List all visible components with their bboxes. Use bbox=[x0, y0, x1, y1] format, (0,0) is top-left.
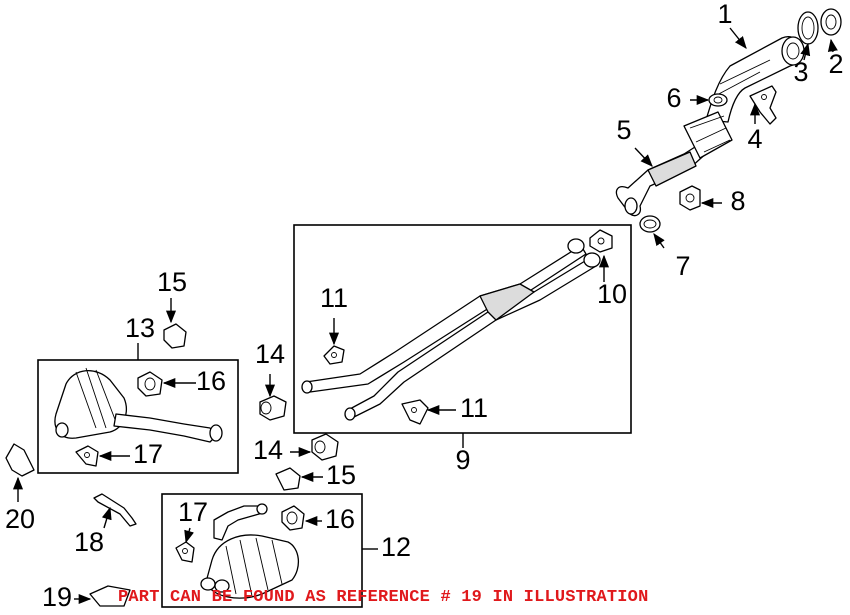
part-4-bracket[interactable] bbox=[749, 85, 777, 125]
callout-5: 5 bbox=[616, 115, 631, 145]
callout-11-lower: 11 bbox=[460, 393, 488, 423]
callout-17-lower: 17 bbox=[178, 497, 208, 527]
part-18-hanger-rod[interactable] bbox=[93, 493, 137, 527]
part-16-hanger-upper[interactable] bbox=[137, 371, 163, 397]
callout-labels: 1 2 3 4 5 6 7 8 9 10 11 11 12 13 14 14 1… bbox=[5, 0, 844, 612]
callout-19: 19 bbox=[42, 582, 72, 612]
part-11-hanger-upper[interactable] bbox=[323, 345, 345, 365]
part-14-mount-lower[interactable] bbox=[311, 433, 339, 461]
box-12-front-muffler bbox=[161, 493, 363, 608]
callout-7: 7 bbox=[675, 251, 690, 281]
callout-14-lower: 14 bbox=[253, 435, 283, 465]
callout-20: 20 bbox=[5, 504, 35, 534]
part-11-hanger-lower[interactable] bbox=[401, 399, 429, 425]
callout-9: 9 bbox=[455, 445, 470, 475]
part-5-catalytic-converter[interactable] bbox=[615, 111, 733, 217]
part-3-clamp[interactable] bbox=[797, 11, 819, 45]
callout-11-upper: 11 bbox=[320, 283, 348, 313]
part-1-downpipe[interactable] bbox=[705, 36, 805, 123]
callout-10: 10 bbox=[597, 279, 627, 309]
part-2-gasket[interactable] bbox=[820, 8, 842, 36]
callout-1: 1 bbox=[717, 0, 732, 29]
part-13-rear-muffler[interactable] bbox=[54, 367, 223, 443]
part-16-hanger-lower[interactable] bbox=[281, 505, 305, 531]
part-19-tailpipe-tip[interactable] bbox=[89, 585, 131, 607]
callout-4: 4 bbox=[747, 124, 762, 154]
part-17-hanger-lower[interactable] bbox=[175, 541, 195, 563]
callout-8: 8 bbox=[730, 186, 745, 216]
callout-15-upper: 15 bbox=[157, 267, 187, 297]
callout-15-lower: 15 bbox=[326, 460, 356, 490]
callout-2: 2 bbox=[828, 49, 843, 79]
callout-16-upper: 16 bbox=[196, 366, 226, 396]
part-8-clamp[interactable] bbox=[679, 185, 701, 211]
part-9-intermediate-pipe[interactable] bbox=[301, 238, 601, 421]
part-7-clamp[interactable] bbox=[639, 215, 661, 233]
callout-14-upper: 14 bbox=[255, 339, 285, 369]
part-15-bracket-upper[interactable] bbox=[163, 323, 187, 349]
callout-13: 13 bbox=[125, 313, 155, 343]
reference-note: PART CAN BE FOUND AS REFERENCE # 19 IN I… bbox=[118, 588, 649, 607]
part-15-bracket-lower[interactable] bbox=[275, 467, 301, 491]
callout-16-lower: 16 bbox=[325, 504, 355, 534]
callout-12: 12 bbox=[381, 532, 411, 562]
callout-3: 3 bbox=[793, 57, 808, 87]
part-20-heat-shield[interactable] bbox=[5, 443, 35, 477]
leader-lines bbox=[12, 27, 838, 605]
part-10-clamp[interactable] bbox=[589, 229, 613, 253]
callout-6: 6 bbox=[666, 83, 681, 113]
callout-18: 18 bbox=[74, 527, 104, 557]
part-12-front-muffler[interactable] bbox=[200, 503, 299, 599]
callout-17-upper: 17 bbox=[133, 439, 163, 469]
part-14-mount-upper[interactable] bbox=[259, 395, 287, 421]
part-17-hanger-upper[interactable] bbox=[75, 445, 99, 467]
part-6-gasket[interactable] bbox=[708, 93, 728, 107]
